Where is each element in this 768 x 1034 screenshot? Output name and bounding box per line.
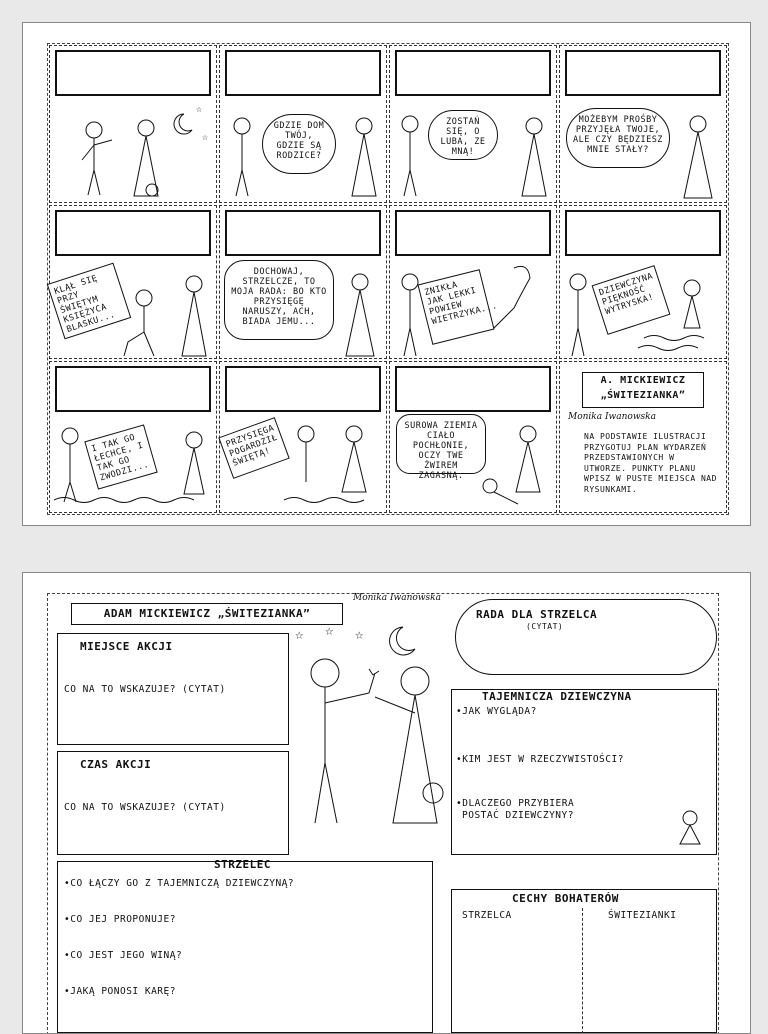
comic-panel-6: DOCHOWAJ, STRZELCZE, TO MOJA RADA: BO KT… bbox=[219, 205, 387, 359]
cechy-divider bbox=[582, 908, 583, 1033]
caption-box[interactable] bbox=[225, 366, 381, 412]
tajemnicza-question-3b: POSTAĆ DZIEWCZYNY? bbox=[462, 810, 574, 821]
miejsce-akcji-title: MIEJSCE AKCJI bbox=[80, 640, 173, 653]
comic-worksheet: ☆☆ GDZIE DOM TWÓJ, GDZIE SĄ RODZICE? ZOS… bbox=[22, 22, 751, 526]
author-signature: Monika Iwanowska bbox=[353, 593, 441, 603]
rada-bubble[interactable]: RADA DLA STRZELCA (CYTAT) bbox=[455, 599, 717, 675]
comic-panel-9: I TAK GO ŁECHCE, I TAK GO ZWODZI... bbox=[49, 361, 217, 513]
comic-panel-11: SUROWA ZIEMIA CIAŁO POCHŁONIE, OCZY TWE … bbox=[389, 361, 557, 513]
archer-and-maiden-illustration: ☆ ☆ ☆ bbox=[295, 623, 444, 824]
maiden-drawing bbox=[683, 115, 713, 199]
miejsce-akcji-question: CO NA TO WSKAZUJE? (CYTAT) bbox=[64, 684, 226, 695]
caption-box[interactable] bbox=[55, 366, 211, 412]
water-maiden-drawing bbox=[679, 810, 701, 845]
miejsce-akcji-box[interactable]: MIEJSCE AKCJI CO NA TO WSKAZUJE? (CYTAT) bbox=[57, 633, 289, 745]
caption-box[interactable] bbox=[565, 210, 721, 256]
archer-and-maiden-drawing bbox=[283, 425, 367, 503]
comic-frame bbox=[47, 43, 729, 515]
comic-panel-4: MOŻEBYM PROŚBY PRZYJĘŁA TWOJE, ALE CZY B… bbox=[559, 45, 727, 203]
svg-text:☆: ☆ bbox=[202, 132, 208, 143]
analysis-frame bbox=[47, 593, 719, 1033]
comic-panel-1: ☆☆ bbox=[49, 45, 217, 203]
title-line-2: „ŚWITEZIANKA” bbox=[600, 390, 686, 401]
strzelec-title: STRZELEC bbox=[214, 858, 271, 871]
caption-box[interactable] bbox=[395, 50, 551, 96]
cechy-title: CECHY BOHATERÓW bbox=[512, 892, 619, 905]
svg-text:☆: ☆ bbox=[295, 627, 304, 643]
archer-and-water-maiden-drawing bbox=[569, 273, 705, 357]
comic-panel-2: GDZIE DOM TWÓJ, GDZIE SĄ RODZICE? bbox=[219, 45, 387, 203]
archer-and-maiden-drawing bbox=[401, 115, 547, 197]
caption-box[interactable] bbox=[225, 50, 381, 96]
strzelec-question-3: •CO JEST JEGO WINĄ? bbox=[64, 950, 183, 961]
comic-panel-3: ZOSTAŃ SIĘ, O LUBA, ZE MNĄ! bbox=[389, 45, 557, 203]
title-panel: A. MICKIEWICZ „ŚWITEZIANKA” Monika Iwano… bbox=[559, 361, 727, 513]
strzelec-question-4: •JAKĄ PONOSI KARĘ? bbox=[64, 986, 176, 997]
archer-and-maiden-drawing bbox=[233, 117, 377, 197]
speech-bubble: MOŻEBYM PROŚBY PRZYJĘŁA TWOJE, ALE CZY B… bbox=[566, 108, 670, 168]
instructions-text: NA PODSTAWIE ILUSTRACJI PRZYGOTUJ PLAN W… bbox=[584, 432, 717, 494]
tajemnicza-title: TAJEMNICZA DZIEWCZYNA bbox=[482, 690, 632, 703]
tajemnicza-question-1: •JAK WYGLĄDA? bbox=[456, 706, 537, 717]
cechy-column-switezianki: ŚWITEZIANKI bbox=[608, 910, 677, 921]
czas-akcji-title: CZAS AKCJI bbox=[80, 758, 152, 771]
analysis-worksheet: ADAM MICKIEWICZ „ŚWITEZIANKA” Monika Iwa… bbox=[22, 572, 751, 1034]
czas-akcji-question: CO NA TO WSKAZUJE? (CYTAT) bbox=[64, 802, 226, 813]
maiden-drawing bbox=[345, 273, 375, 357]
tajemnicza-dziewczyna-box[interactable]: TAJEMNICZA DZIEWCZYNA •JAK WYGLĄDA? •KIM… bbox=[451, 689, 717, 855]
czas-akcji-box[interactable]: CZAS AKCJI CO NA TO WSKAZUJE? (CYTAT) bbox=[57, 751, 289, 855]
cechy-column-strzelca: STRZELCA bbox=[462, 910, 512, 921]
archer-and-maiden-drawing: ☆☆ bbox=[81, 104, 208, 197]
title-line-1: A. MICKIEWICZ bbox=[600, 375, 686, 386]
speech-bubble: SUROWA ZIEMIA CIAŁO POCHŁONIE, OCZY TWE … bbox=[396, 414, 486, 481]
strzelec-question-2: •CO JEJ PROPONUJE? bbox=[64, 914, 176, 925]
tajemnicza-question-2: •KIM JEST W RZECZYWISTOŚCI? bbox=[456, 754, 624, 765]
comic-panel-10: PRZYSIĘGA POGARDZIŁ ŚWIĘTĄ! bbox=[218, 361, 387, 513]
caption-box[interactable] bbox=[395, 210, 551, 256]
archer-and-vanishing-maiden-drawing bbox=[401, 265, 531, 357]
caption-box[interactable] bbox=[225, 210, 381, 256]
tajemnicza-question-3a: •DLACZEGO PRZYBIERA bbox=[456, 798, 575, 809]
svg-text:☆: ☆ bbox=[325, 623, 334, 639]
title-ribbon: A. MICKIEWICZ „ŚWITEZIANKA” bbox=[582, 372, 704, 408]
strzelec-box[interactable]: STRZELEC •CO ŁĄCZY GO Z TAJEMNICZĄ DZIEW… bbox=[57, 858, 433, 1033]
comic-panel-5: KLĄŁ SIĘ PRZY ŚWIĘTYM KSIĘŻYCA BLASKU... bbox=[46, 205, 217, 359]
caption-box[interactable] bbox=[55, 50, 211, 96]
svg-text:☆: ☆ bbox=[196, 104, 202, 115]
speech-bubble: ZOSTAŃ SIĘ, O LUBA, ZE MNĄ! bbox=[428, 110, 498, 160]
speech-bubble: DOCHOWAJ, STRZELCZE, TO MOJA RADA: BO KT… bbox=[224, 260, 334, 340]
comic-panel-8: DZIEWCZYNA PIĘKNOŚĆ WYTRYSKA! bbox=[559, 205, 727, 359]
speech-bubble: GDZIE DOM TWÓJ, GDZIE SĄ RODZICE? bbox=[262, 114, 336, 174]
archer-and-maiden-in-water-drawing bbox=[53, 427, 205, 503]
comic-panel-7: ZNIKŁA JAK LEKKI POWIEW WIETRZYKA... bbox=[389, 205, 557, 359]
rada-subtitle: (CYTAT) bbox=[526, 622, 564, 631]
caption-box[interactable] bbox=[565, 50, 721, 96]
title-banner: ADAM MICKIEWICZ „ŚWITEZIANKA” bbox=[71, 603, 343, 625]
drowning-archer-drawing bbox=[482, 425, 541, 505]
kneeling-archer-drawing bbox=[123, 275, 207, 357]
caption-box[interactable] bbox=[395, 366, 551, 412]
rada-title: RADA DLA STRZELCA bbox=[476, 608, 598, 621]
cechy-bohaterow-box[interactable]: CECHY BOHATERÓW STRZELCA ŚWITEZIANKI bbox=[451, 889, 717, 1033]
author-signature: Monika Iwanowska bbox=[568, 412, 656, 422]
strzelec-question-1: •CO ŁĄCZY GO Z TAJEMNICZĄ DZIEWCZYNĄ? bbox=[64, 878, 295, 889]
caption-box[interactable] bbox=[55, 210, 211, 256]
svg-text:☆: ☆ bbox=[355, 627, 364, 643]
